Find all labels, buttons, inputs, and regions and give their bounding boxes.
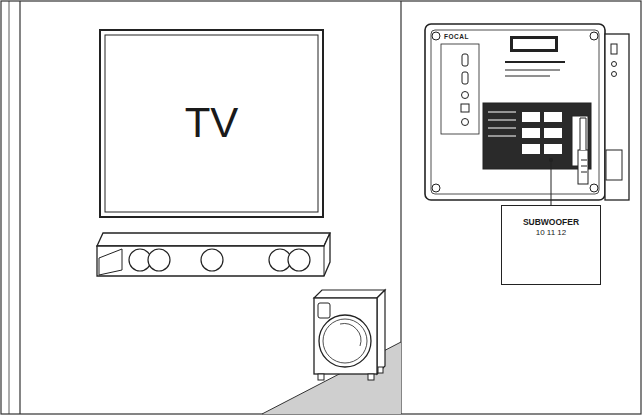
leader-line: [551, 160, 552, 205]
switch-positions: 10 11 12: [536, 228, 567, 237]
brand-label: FOCAL: [443, 33, 470, 40]
callout-title: SUBWOOFER: [523, 218, 579, 228]
amplifier-panel: [425, 24, 629, 200]
tv-screen: TV: [105, 35, 318, 212]
callout-box: SUBWOOFER10 11 12: [501, 205, 601, 285]
screen-label: TV: [185, 99, 239, 147]
